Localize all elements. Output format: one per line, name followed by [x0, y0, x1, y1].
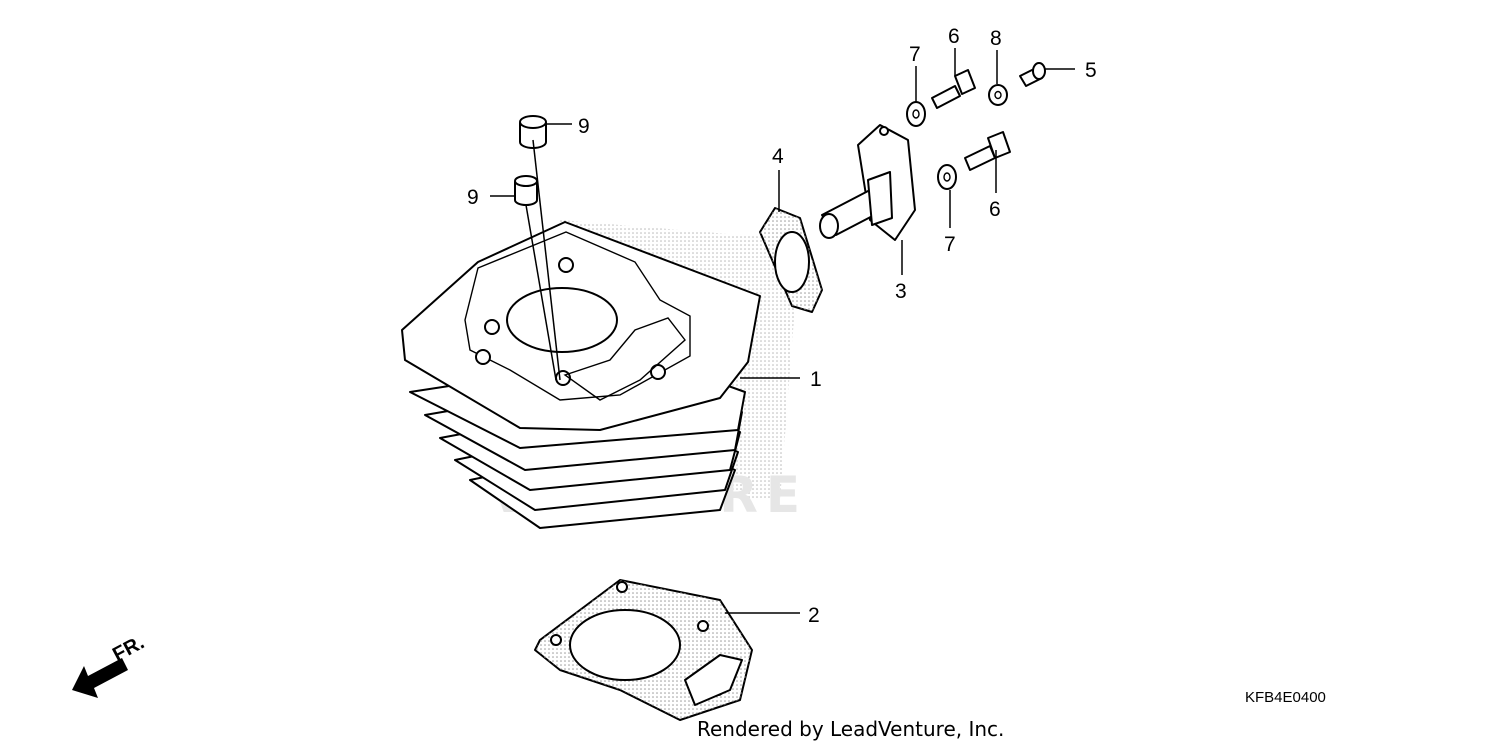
callout-9-top: 9 [578, 115, 590, 138]
washer-part-top [906, 101, 926, 127]
callout-7-top: 7 [909, 43, 921, 66]
tensioner-lifter-part [819, 124, 916, 241]
sealing-washer-part [988, 84, 1008, 106]
tensioner-gasket-part [759, 207, 823, 313]
callout-8: 8 [990, 27, 1002, 50]
gasket-part [534, 579, 753, 721]
washer-part-bottom [937, 164, 957, 190]
callout-3: 3 [895, 280, 907, 303]
callout-6-top: 6 [948, 25, 960, 48]
callout-2: 2 [808, 604, 820, 627]
bolt-part-top [931, 69, 976, 109]
dowel-pin-part-top [519, 115, 547, 149]
callout-5: 5 [1085, 59, 1097, 82]
front-arrow-icon [72, 658, 128, 698]
dowel-pin-part-left [514, 175, 538, 206]
diagram-code: KFB4E0400 [1245, 689, 1326, 706]
callout-7-bottom: 7 [944, 233, 956, 256]
callout-4: 4 [772, 145, 784, 168]
cylinder-part [401, 221, 761, 529]
leader-lines [490, 48, 1075, 614]
small-bolt-part [1019, 62, 1046, 87]
callout-6-bottom: 6 [989, 198, 1001, 221]
render-credit: Rendered by LeadVenture, Inc. [697, 717, 1005, 741]
callout-labels: 1 2 3 4 5 6 6 7 7 8 9 9 [467, 25, 1097, 627]
callout-9-left: 9 [467, 186, 479, 209]
bolt-part-bottom [964, 131, 1011, 171]
callout-1: 1 [810, 368, 822, 391]
